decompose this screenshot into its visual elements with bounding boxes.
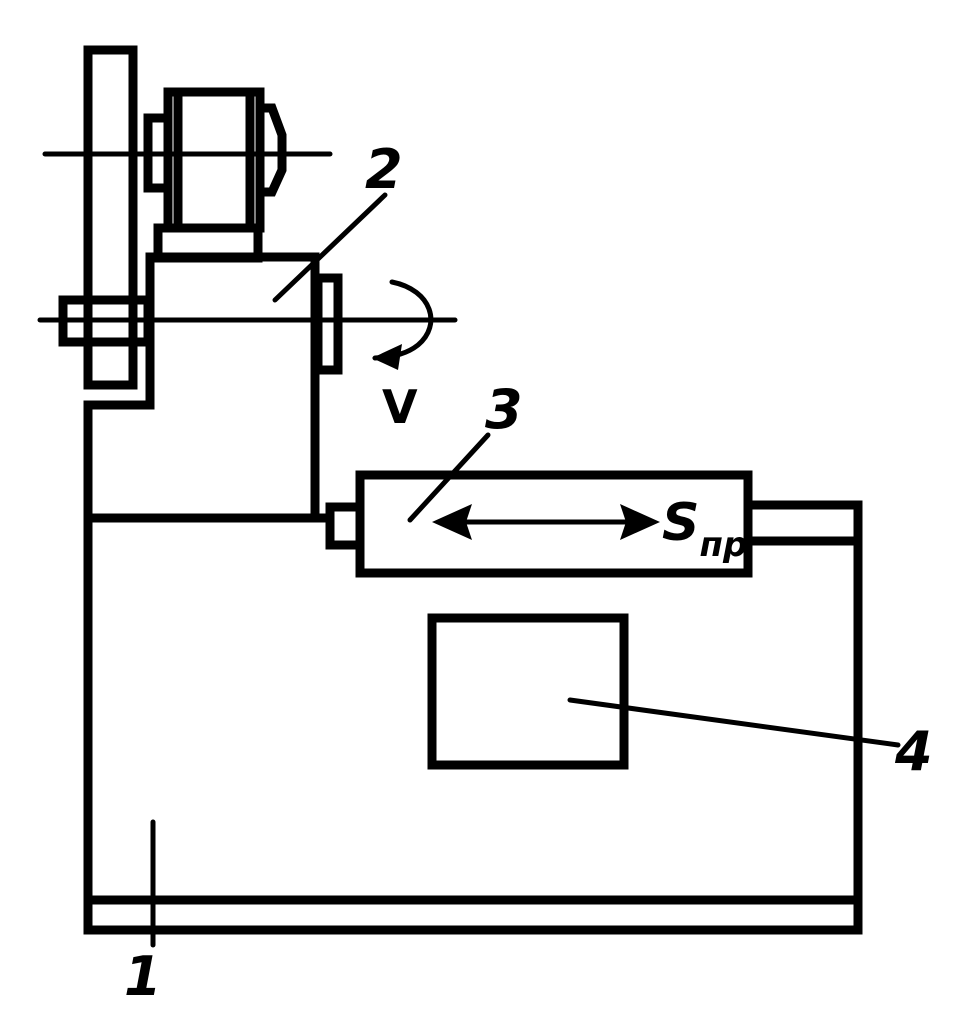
label-feed: Sпр [662,493,747,565]
label-table: 3 [485,378,523,441]
work-table [325,470,863,578]
leader-lines [150,192,901,948]
label-grinding-head: 2 [365,138,403,201]
label-feed-symbol: S [662,493,699,553]
machine-frame [83,252,863,935]
label-frame: 1 [124,945,162,1008]
feed-arrow [432,504,660,540]
control-box [427,613,629,770]
drive-assembly [37,45,458,390]
label-control-box: 4 [894,720,933,783]
rotation-arrow [372,279,434,370]
label-feed-subscript: пр [699,525,747,565]
label-velocity: V [382,380,418,434]
